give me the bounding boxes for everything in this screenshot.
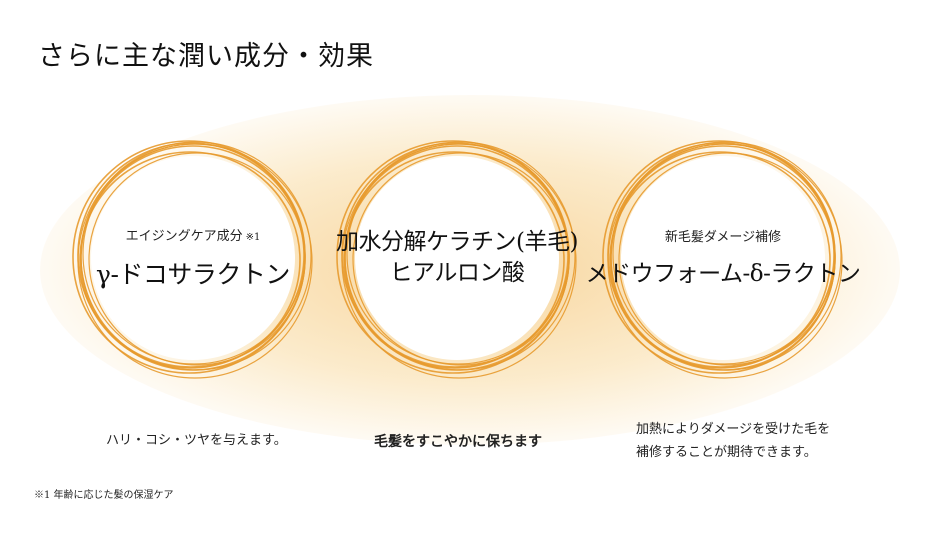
caption-docosalactone: ハリ・コシ・ツヤを与えます。 (106, 433, 287, 448)
ring-stroke (609, 151, 831, 369)
caption-line-1: 加熱によりダメージを受けた毛を (636, 422, 831, 437)
ingredient-name-line-1: 加水分解ケラチン(羊毛) (336, 228, 578, 255)
circle-face (621, 156, 825, 360)
ingredient-name: γ-ドコサラクトン (96, 259, 290, 289)
ring-stroke (607, 142, 835, 368)
ingredient-circle-keratin: 加水分解ケラチン(羊毛) ヒアルロン酸 (332, 133, 582, 383)
ring-stroke (77, 142, 305, 368)
ring-stroke (79, 151, 301, 369)
ring-lines (72, 140, 313, 379)
ring-stroke (82, 143, 306, 365)
circle-face (91, 156, 295, 360)
caption-line-2: 補修することが期待できます。 (636, 444, 817, 460)
ring-lines (336, 140, 577, 379)
circle-subtitle: エイジングケア成分※1 (125, 228, 261, 244)
ring-stroke (341, 142, 569, 368)
circle-subtitle: 新毛髪ダメージ補修 (664, 229, 782, 245)
ring-stroke (343, 151, 565, 369)
caption-keratin: 毛髪をすこやかに保ちます (374, 434, 542, 450)
caption-meadowfoam: 加熱によりダメージを受けた毛を 補修することが期待できます。 (636, 419, 830, 465)
ring-stroke (612, 143, 836, 365)
ring-lines (602, 140, 843, 379)
circle-face (355, 156, 559, 360)
ingredient-circle-docosalactone: エイジングケア成分※1 γ-ドコサラクトン (68, 133, 318, 383)
footnote: ※1 年齢に応じた髪の保湿ケア (34, 490, 174, 501)
ingredient-name-line-2: ヒアルロン酸 (389, 260, 525, 286)
ingredient-name: メドウフォーム-δ-ラクトン (585, 260, 861, 287)
subtitle-note: ※1 (245, 231, 261, 243)
ring-stroke (346, 143, 570, 365)
ingredient-circle-meadowfoam: 新毛髪ダメージ補修 メドウフォーム-δ-ラクトン (586, 133, 861, 383)
page-title: さらに主な潤い成分・効果 (38, 41, 374, 72)
